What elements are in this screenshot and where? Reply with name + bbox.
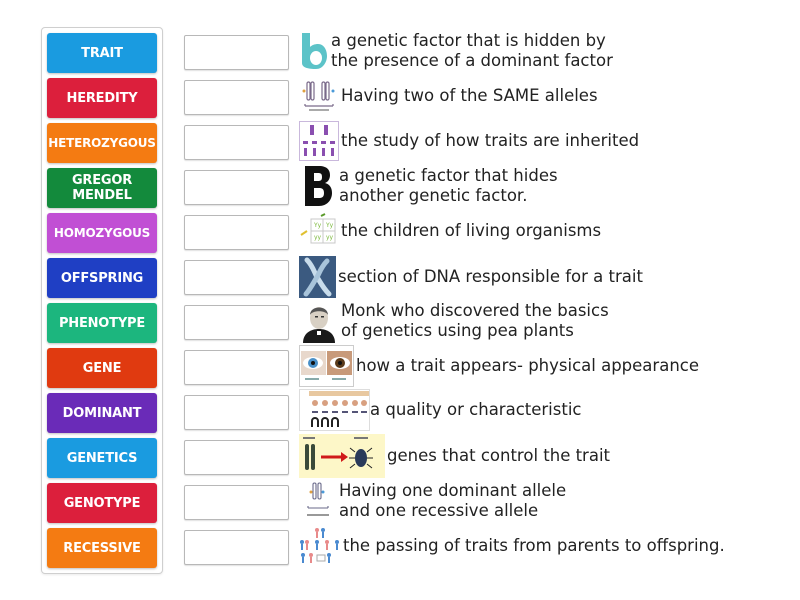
chromosome-icon [299,256,336,298]
clue-4: a genetic factor that hides another gene… [299,164,558,208]
clue-11: Having one dominant allele and one reces… [299,480,566,522]
svg-text:yy: yy [314,234,322,241]
svg-text:Yy: Yy [313,222,322,229]
tile-offspring[interactable]: OFFSPRING [47,258,157,298]
drop-zone-4[interactable] [184,170,289,205]
tile-genetics[interactable]: GENETICS [47,438,157,478]
clue-text: a genetic factor that is hidden by [331,31,606,50]
clue-text: Monk who discovered the basics [341,301,609,320]
clue-text: the presence of a dominant factor [331,51,613,70]
drop-zone-6[interactable] [184,260,289,295]
clue-text: Having two of the SAME alleles [341,86,598,105]
drop-zone-2[interactable] [184,80,289,115]
clue-text: genes that control the trait [387,446,611,465]
inheritance-chart-icon [299,121,339,161]
traits-chart-icon [299,389,371,431]
tile-trait[interactable]: TRAIT [47,33,157,73]
drop-zone-7[interactable] [184,305,289,340]
genotype-to-phenotype-icon [299,434,385,478]
clue-text: how a trait appears- physical appearance [356,356,699,375]
clue-3: the study of how traits are inherited [299,121,639,161]
clue-8: how a trait appears- physical appearance [299,345,699,387]
clue-text: a genetic factor that hides [339,166,558,185]
uppercase-b-icon [299,164,337,208]
clue-text: the children of living organisms [341,221,602,240]
drop-zone-11[interactable] [184,485,289,520]
tile-gene[interactable]: GENE [47,348,157,388]
drop-zone-12[interactable] [184,530,289,565]
clue-text: of genetics using pea plants [341,321,574,340]
drop-zone-10[interactable] [184,440,289,475]
svg-text:yy: yy [326,234,334,241]
family-tree-icon [299,526,341,566]
tile-recessive[interactable]: RECESSIVE [47,528,157,568]
heterozygous-chromosome-icon [299,480,337,522]
tile-heterozygous[interactable]: HETEROZYGOUS [47,123,157,163]
clue-6: section of DNA responsible for a trait [299,256,643,298]
clue-7: Monk who discovered the basics of geneti… [299,299,609,343]
clue-text: section of DNA responsible for a trait [338,267,643,286]
tile-dominant[interactable]: DOMINANT [47,393,157,433]
clue-text: Having one dominant allele [339,481,567,500]
drop-zone-5[interactable] [184,215,289,250]
svg-text:Yy: Yy [325,222,334,229]
tile-genotype[interactable]: GENOTYPE [47,483,157,523]
clue-2: Having two of the SAME alleles [299,78,598,114]
tile-phenotype[interactable]: PHENOTYPE [47,303,157,343]
clue-1: a genetic factor that is hidden by the p… [299,31,613,71]
clue-text: and one recessive allele [339,501,539,520]
tile-gregor-mendel[interactable]: GREGOR MENDEL [47,168,157,208]
eye-phenotype-icon [299,345,354,387]
drop-zone-3[interactable] [184,125,289,160]
drop-zone-9[interactable] [184,395,289,430]
homozygous-chromosome-icon [299,78,339,114]
clue-text: another genetic factor. [339,186,528,205]
mendel-portrait-icon [299,299,339,343]
clue-text: the passing of traits from parents to of… [343,536,725,555]
drop-zone-8[interactable] [184,350,289,385]
tile-homozygous[interactable]: HOMOZYGOUS [47,213,157,253]
tile-heredity[interactable]: HEREDITY [47,78,157,118]
clue-text: a quality or characteristic [370,400,582,419]
drop-zone-1[interactable] [184,35,289,70]
clue-9: a quality or characteristic [299,389,582,431]
tile-panel: TRAIT HEREDITY HETEROZYGOUS GREGOR MENDE… [41,27,163,574]
lowercase-b-icon [299,31,329,71]
clue-text: the study of how traits are inherited [341,131,640,150]
clue-12: the passing of traits from parents to of… [299,526,725,566]
clue-10: genes that control the trait [299,434,610,478]
